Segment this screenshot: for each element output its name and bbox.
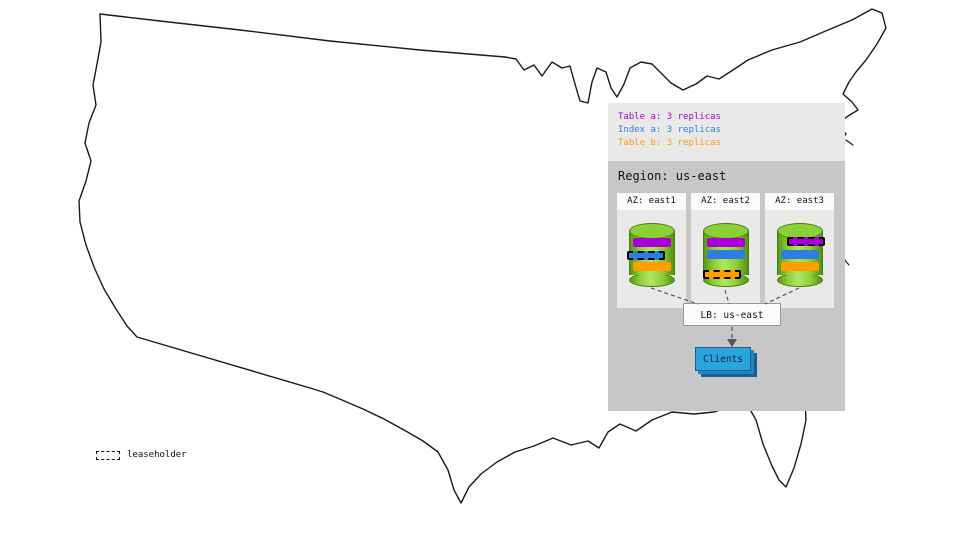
az-box-east3: AZ: east3 bbox=[765, 193, 834, 308]
az-box-east1: AZ: east1 bbox=[617, 193, 686, 308]
cylinder-bottom bbox=[628, 273, 675, 287]
replica-bar-table-b bbox=[632, 262, 671, 271]
cylinder-bottom bbox=[776, 273, 823, 287]
az-label: AZ: east3 bbox=[765, 193, 834, 210]
az-label: AZ: east1 bbox=[617, 193, 686, 210]
leaseholder-key: leaseholder bbox=[96, 450, 187, 460]
replica-bars bbox=[702, 238, 745, 279]
legend-item-table-a: Table a: 3 replicas bbox=[618, 112, 721, 122]
replica-bar-table-b bbox=[780, 262, 819, 271]
region-title: Region: us-east bbox=[618, 169, 727, 183]
replica-bar-table-b bbox=[702, 270, 741, 279]
database-cylinder bbox=[702, 223, 749, 287]
legend-item-index-a: Index a: 3 replicas bbox=[618, 125, 721, 135]
az-box-east2: AZ: east2 bbox=[691, 193, 760, 308]
replica-bar-table-a bbox=[632, 238, 671, 247]
region-panel: Region: us-east AZ: east1 AZ: east2 bbox=[608, 161, 845, 411]
leaseholder-swatch-icon bbox=[96, 450, 120, 460]
legend-item-table-b: Table b: 3 replicas bbox=[618, 138, 721, 148]
replica-bars bbox=[780, 237, 825, 274]
az-row: AZ: east1 AZ: east2 bbox=[617, 193, 834, 308]
cylinder-top bbox=[702, 223, 749, 239]
leaseholder-label: leaseholder bbox=[127, 450, 187, 460]
replica-legend: Table a: 3 replicas Index a: 3 replicas … bbox=[608, 103, 845, 161]
load-balancer-box: LB: us-east bbox=[683, 303, 781, 326]
replica-bar-index-a bbox=[626, 251, 665, 260]
replica-bar-index-a bbox=[706, 250, 745, 259]
replica-bar-table-a bbox=[786, 237, 825, 246]
replica-bar-index-a bbox=[780, 250, 819, 259]
database-cylinder bbox=[626, 223, 675, 287]
az-label: AZ: east2 bbox=[691, 193, 760, 210]
replica-bars bbox=[626, 238, 671, 274]
database-cylinder bbox=[776, 223, 825, 287]
cylinder-top bbox=[628, 223, 675, 239]
replica-bar-table-a bbox=[706, 238, 745, 247]
clients-box: Clients bbox=[695, 347, 751, 371]
